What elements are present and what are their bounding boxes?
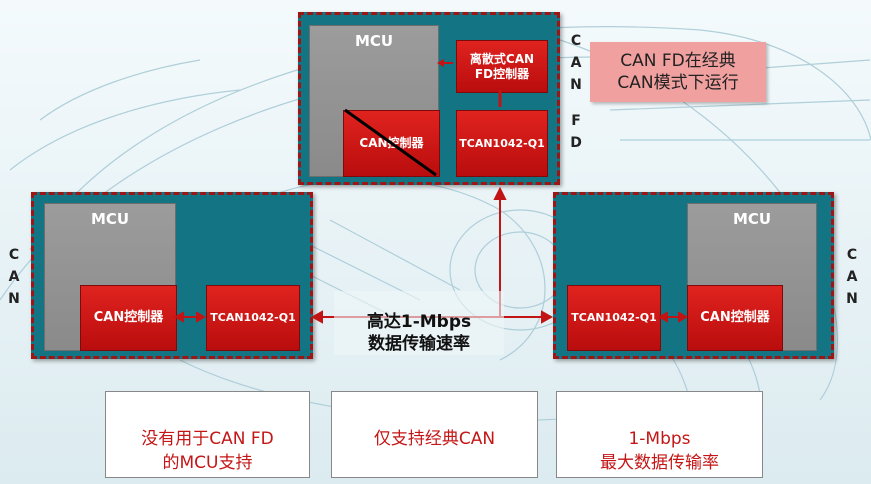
top-transceiver: TCAN1042-Q1	[456, 110, 548, 177]
left-internal-arrow-icon	[196, 311, 207, 323]
right-bus-letter: N	[846, 291, 858, 307]
left-node: MCU CAN控制器 TCAN1042-Q1	[31, 192, 313, 359]
note-text: CAN FD在经典 CAN模式下运行	[617, 50, 739, 93]
right-internal-arrow-icon	[678, 311, 689, 323]
left-can-controller-label: CAN控制器	[93, 309, 164, 325]
right-mcu-label: MCU	[732, 210, 772, 228]
right-node: MCU CAN控制器 TCAN1042-Q1	[553, 192, 834, 359]
left-mcu-label: MCU	[90, 210, 130, 228]
right-transceiver-label: TCAN1042-Q1	[571, 311, 657, 325]
data-rate-label: 高达1-Mbps 数据传输速率	[334, 291, 504, 355]
caption-top-node-text: 没有用于CAN FD 的MCU支持	[141, 428, 274, 473]
top-transceiver-label: TCAN1042-Q1	[459, 136, 545, 150]
data-rate-text: 高达1-Mbps 数据传输速率	[366, 312, 472, 354]
right-can-controller-label: CAN控制器	[700, 309, 770, 325]
top-bus-letter: D	[570, 135, 582, 151]
top-bus-letter: A	[570, 55, 582, 71]
discrete-to-mcu-arrow-icon	[437, 59, 444, 67]
caption-top-node: 没有用于CAN FD 的MCU支持	[105, 391, 310, 478]
right-internal-arrow-icon	[657, 311, 668, 323]
right-bus-letter: A	[846, 269, 858, 285]
disabled-strike-line	[344, 108, 437, 177]
top-bus-letter: N	[570, 77, 582, 93]
right-bus-label: C A N	[845, 244, 859, 310]
left-transceiver-label: TCAN1042-Q1	[210, 311, 296, 325]
top-bus-label: C A N F D	[569, 30, 583, 154]
top-bus-letter: F	[571, 113, 581, 129]
top-bus-letter: C	[570, 33, 582, 49]
left-transceiver: TCAN1042-Q1	[206, 285, 300, 351]
right-can-controller: CAN控制器	[687, 285, 783, 351]
left-bus-letter: A	[8, 269, 20, 285]
top-discrete-canfd-controller: 离散式CAN FD控制器	[456, 40, 548, 93]
bus-left-arrow-icon	[310, 310, 323, 324]
caption-left-node-text: 仅支持经典CAN	[373, 428, 496, 449]
caption-left-node: 仅支持经典CAN	[331, 391, 538, 478]
left-can-controller: CAN控制器	[80, 285, 177, 351]
bus-right-arrow-icon	[541, 310, 554, 324]
right-bus-letter: C	[846, 247, 858, 263]
top-discrete-canfd-controller-label: 离散式CAN FD控制器	[469, 51, 535, 81]
left-bus-letter: C	[8, 247, 20, 263]
left-bus-label: C A N	[7, 244, 21, 310]
left-internal-arrow-icon	[173, 311, 184, 323]
caption-right-node-text: 1-Mbps 最大数据传输率	[600, 428, 719, 473]
left-bus-letter: N	[8, 291, 20, 307]
top-mcu-label: MCU	[354, 32, 394, 50]
bus-up-arrow-icon	[493, 186, 507, 200]
canfd-classic-mode-note: CAN FD在经典 CAN模式下运行	[590, 42, 766, 102]
right-transceiver: TCAN1042-Q1	[567, 285, 661, 351]
top-node: MCU CAN控制器 离散式CAN FD控制器 TCAN1042-Q1	[298, 12, 560, 185]
caption-right-node: 1-Mbps 最大数据传输率	[556, 391, 763, 478]
